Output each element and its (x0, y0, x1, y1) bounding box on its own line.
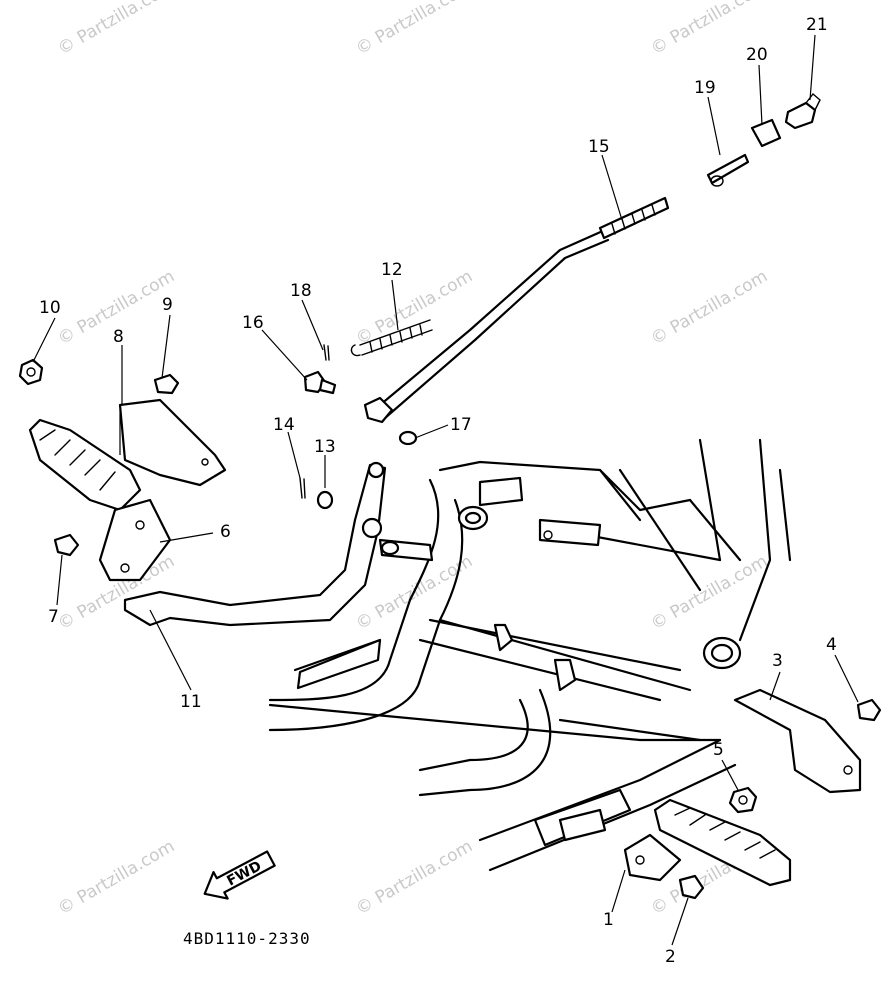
callout-17: 17 (450, 415, 472, 435)
callout-labels: 1 2 3 4 5 6 7 8 9 10 11 12 13 14 15 16 1… (39, 15, 837, 967)
callout-20: 20 (746, 45, 768, 65)
callout-5: 5 (713, 740, 724, 760)
diagram-code: 4BD1110-2330 (183, 929, 311, 948)
left-footrest-peg (28, 418, 142, 512)
footrest-cover (733, 688, 862, 794)
watermark: © Partzilla.com (353, 836, 477, 919)
spring (359, 319, 431, 346)
cotter-pin (299, 477, 306, 499)
callout-12: 12 (381, 260, 403, 280)
callout-4: 4 (826, 635, 837, 655)
callout-19: 19 (694, 78, 716, 98)
brake-rod-assembly (299, 92, 821, 510)
cotter-pin (323, 344, 330, 361)
callout-16: 16 (242, 313, 264, 333)
callout-14: 14 (273, 415, 295, 435)
frame-assembly (268, 438, 792, 872)
spring-rod-end (706, 153, 750, 185)
callout-15: 15 (588, 137, 610, 157)
callout-8: 8 (113, 327, 124, 347)
watermark: © Partzilla.com (55, 0, 179, 59)
right-footrest-assembly (623, 688, 882, 900)
watermark: © Partzilla.com (353, 0, 477, 59)
callout-1: 1 (603, 910, 614, 930)
right-footrest-bracket (623, 833, 682, 882)
callout-18: 18 (290, 281, 312, 301)
brake-pedal (123, 461, 387, 627)
callout-13: 13 (314, 437, 336, 457)
bolt (153, 373, 180, 395)
callout-11: 11 (180, 692, 202, 712)
callout-3: 3 (772, 651, 783, 671)
brake-rod (378, 228, 607, 407)
footrest-cover (118, 398, 227, 487)
watermark: © Partzilla.com (648, 551, 772, 634)
washer (316, 490, 334, 510)
callout-2: 2 (665, 947, 676, 967)
watermark: © Partzilla.com (55, 836, 179, 919)
callout-10: 10 (39, 298, 61, 318)
nut (18, 358, 44, 386)
collar (750, 118, 782, 148)
right-footrest-peg (653, 798, 792, 887)
adjusting-nut (784, 101, 817, 130)
bolt (856, 698, 882, 722)
callout-21: 21 (806, 15, 828, 35)
left-footrest-assembly (18, 358, 227, 582)
callout-6: 6 (220, 522, 231, 542)
bolt (53, 533, 80, 557)
washer (398, 430, 418, 446)
leader-lines (32, 34, 859, 946)
callout-9: 9 (162, 295, 173, 315)
nut (728, 786, 758, 814)
left-footrest-bracket (98, 498, 172, 582)
bolt (678, 874, 705, 900)
watermark: © Partzilla.com (648, 266, 772, 349)
fwd-arrow: FWD (203, 850, 276, 900)
callout-7: 7 (48, 607, 59, 627)
